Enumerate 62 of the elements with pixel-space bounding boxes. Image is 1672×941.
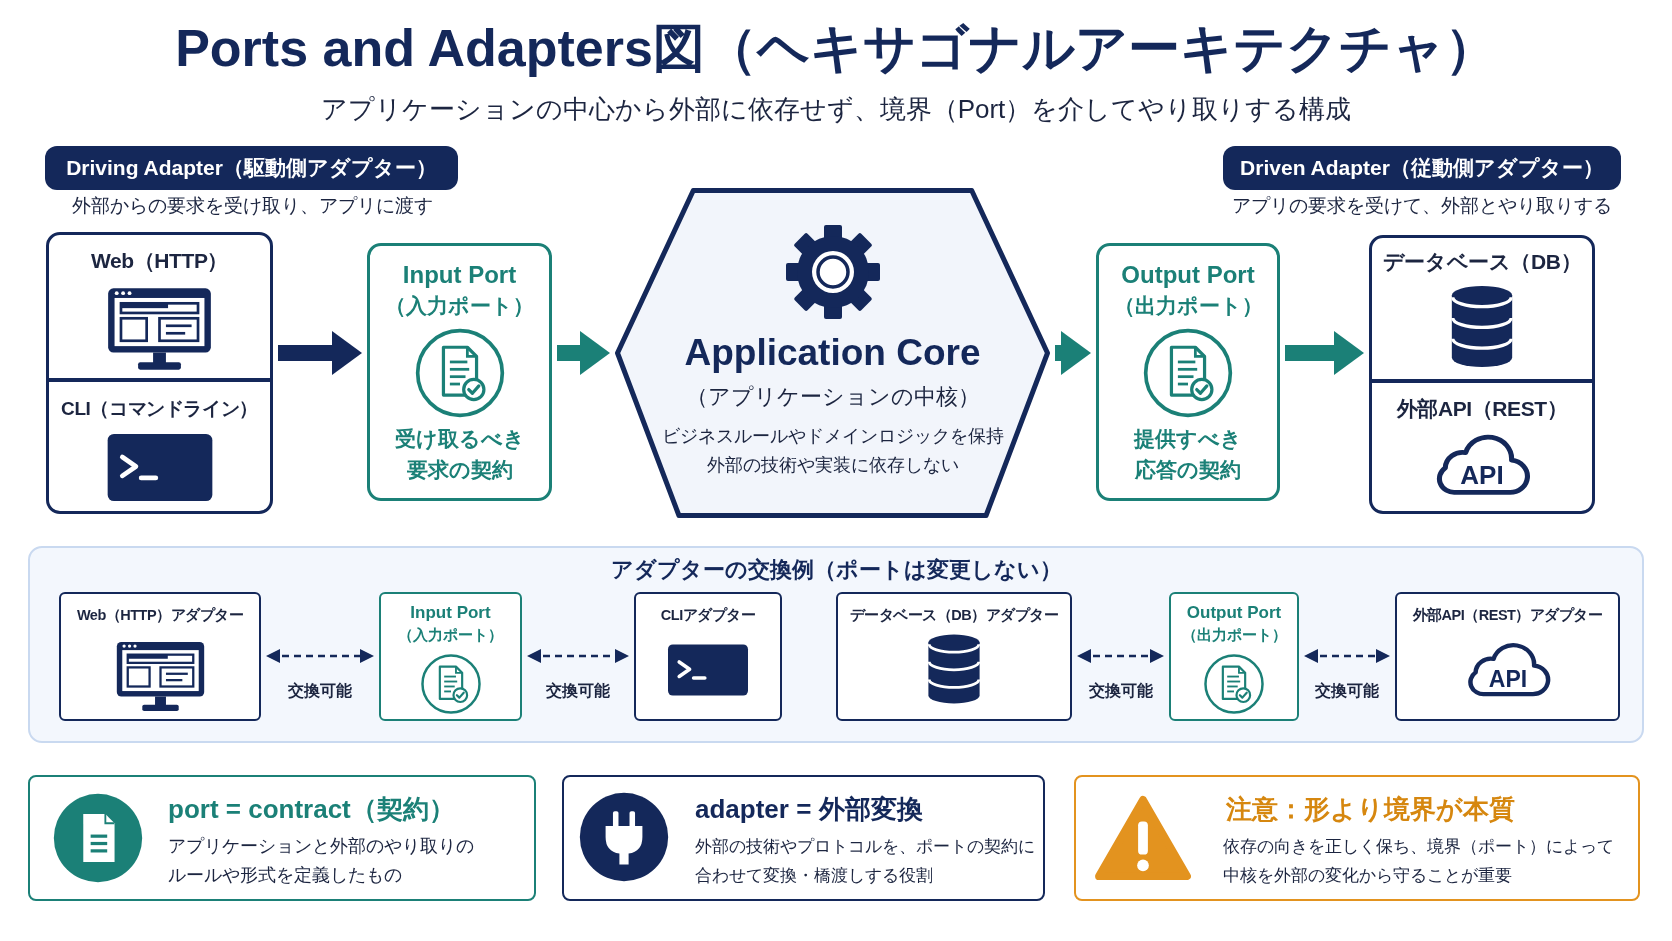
adapter-label: Web（HTTP）アダプター	[76, 605, 244, 625]
adapter-card	[59, 592, 261, 721]
arrow	[1285, 331, 1364, 375]
header-caption: アプリの要求を受けて、外部とやり取りする	[1232, 194, 1612, 218]
adapter-label: データベース（DB）アダプター	[849, 605, 1059, 625]
cloud-label: API	[1488, 664, 1528, 694]
section-header: Driving Adapter（駆動側アダプター）	[45, 146, 458, 190]
note-card	[562, 775, 1045, 901]
card-title: Output Port	[1121, 260, 1255, 290]
card-subtitle: （出力ポート）	[1181, 625, 1287, 645]
port-card	[367, 243, 552, 501]
panel-label: 外部API（REST）	[1396, 395, 1568, 422]
note-text: 外部の技術やプロトコルを、ポートの契約に合わせて変換・橋渡しする役割	[695, 836, 1036, 887]
card-description: 受け取るべき要求の契約	[393, 425, 526, 483]
adapter-label: CLIアダプター	[660, 605, 756, 625]
example-panel	[28, 546, 1644, 743]
note-title: 注意：形より境界が本質	[1226, 792, 1515, 826]
arrow	[1055, 331, 1091, 375]
arrow	[278, 331, 362, 375]
section-header: Driven Adapter（従動側アダプター）	[1223, 146, 1621, 190]
card-subtitle: （入力ポート）	[385, 292, 534, 319]
arrow	[557, 331, 610, 375]
port-card	[379, 592, 522, 721]
port-card	[1169, 592, 1299, 721]
adapter-panel	[46, 232, 273, 514]
header-caption: 外部からの要求を受け取り、アプリに渡す	[72, 194, 433, 218]
note-text: アプリケーションと外部のやり取りのルールや形式を定義したもの	[168, 835, 475, 887]
card-title: Input Port	[402, 260, 517, 290]
note-card	[1074, 775, 1640, 901]
edge-label: 交換可能	[1312, 681, 1382, 701]
panel-label: データベース（DB）	[1382, 248, 1582, 275]
dashed-arrow	[527, 649, 629, 663]
adapter-card	[836, 592, 1072, 721]
core-title: Application Core	[684, 330, 981, 375]
card-subtitle: （出力ポート）	[1113, 292, 1263, 319]
cloud-label: API	[1460, 458, 1504, 492]
adapter-panel	[1369, 235, 1595, 514]
dashed-arrow	[1077, 649, 1164, 663]
adapter-label: 外部API（REST）アダプター	[1412, 605, 1603, 625]
card-subtitle: （入力ポート）	[398, 625, 503, 645]
panel-label: CLI（コマンドライン）	[61, 397, 258, 421]
core-description: ビジネスルールやドメインロジックを保持	[661, 424, 1004, 448]
core-description: 外部の技術や実装に依存しない	[706, 453, 959, 477]
adapter-card	[634, 592, 782, 721]
note-card	[28, 775, 536, 901]
dashed-arrow	[266, 649, 374, 663]
adapter-card	[1395, 592, 1620, 721]
dashed-arrow	[1304, 649, 1390, 663]
edge-label: 交換可能	[543, 681, 613, 701]
note-title: adapter = 外部変換	[695, 792, 923, 826]
note-text: 依存の向きを正しく保ち、境界（ポート）によって中核を外部の変化から守ることが重要	[1223, 836, 1615, 887]
note-title: port = contract（契約）	[168, 792, 455, 826]
subtitle: アプリケーションの中心から外部に依存せず、境界（Port）を介してやり取りする構成	[320, 92, 1352, 126]
panel-heading: アダプターの交換例（ポートは変更しない）	[610, 556, 1062, 584]
panel-label: Web（HTTP）	[90, 247, 229, 274]
card-description: 提供すべき応答の契約	[1132, 425, 1243, 483]
title: Ports and Adapters図（ヘキサゴナルアーキテクチャ）	[175, 17, 1497, 79]
core-subtitle: （アプリケーションの中核）	[685, 383, 980, 411]
port-card	[1096, 243, 1280, 501]
card-title: Output Port	[1186, 602, 1282, 624]
edge-label: 交換可能	[285, 681, 355, 701]
card-title: Input Port	[410, 602, 491, 624]
